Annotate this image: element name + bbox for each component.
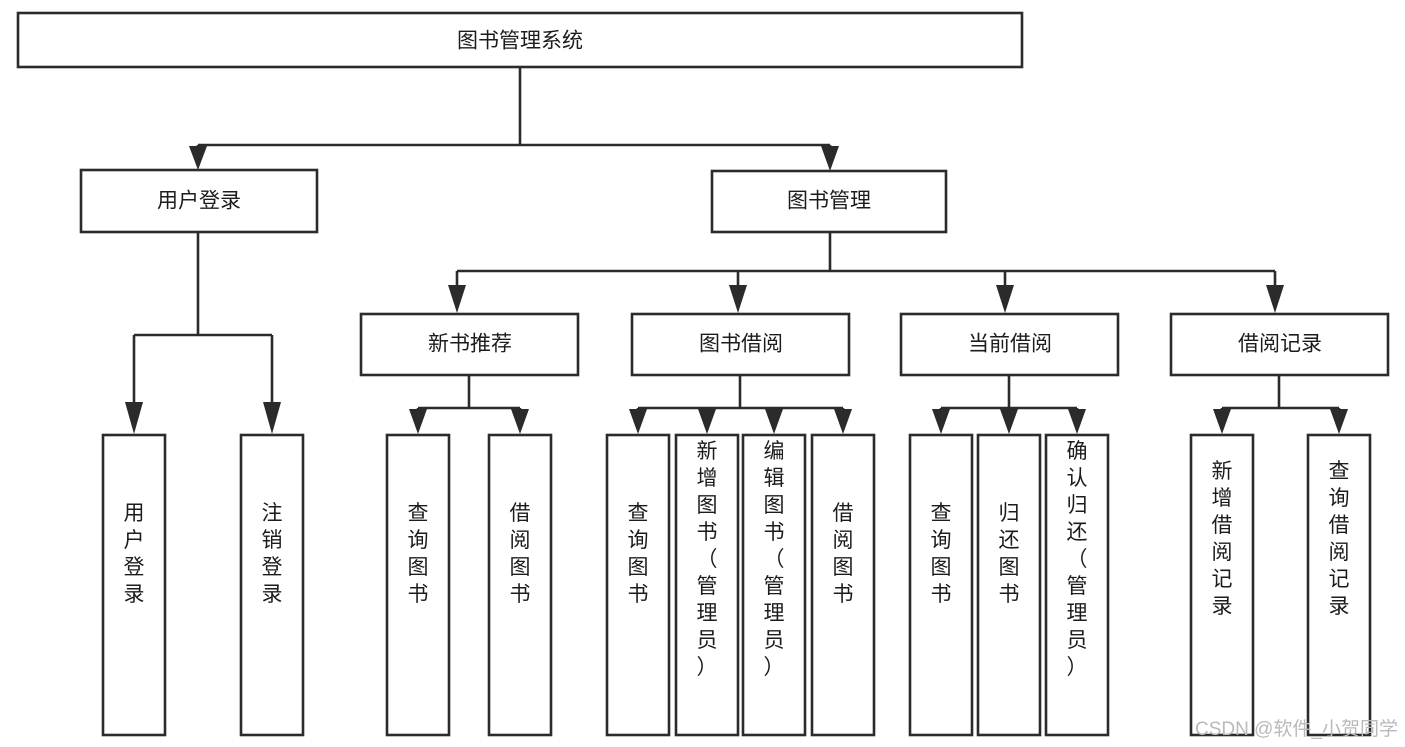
node-leaf-edit-book-label: 编辑图书（管理员） bbox=[764, 440, 785, 679]
connector-new-book-to-leaves bbox=[409, 375, 529, 434]
node-leaf-add-record-box[interactable] bbox=[1189, 433, 1255, 737]
arrow-head-add-book bbox=[698, 409, 716, 434]
node-leaf-edit-book-box[interactable] bbox=[741, 433, 807, 737]
node-new-book-recommend[interactable]: 新书推荐 bbox=[359, 312, 580, 377]
connector-book-manage-to-level3 bbox=[448, 232, 1284, 313]
arrow-head-book-manage bbox=[821, 146, 839, 171]
node-new-book-recommend-box[interactable] bbox=[359, 312, 580, 377]
node-current-borrow-box[interactable] bbox=[899, 312, 1120, 377]
node-user-login-label: 用户登录 bbox=[157, 190, 241, 213]
node-user-login-box[interactable] bbox=[79, 168, 319, 234]
watermark-label: CSDN @软件_小贺同学 bbox=[1195, 718, 1398, 740]
node-leaf-query-record[interactable]: 查询借阅记录 bbox=[1306, 433, 1372, 737]
connector-current-borrow-to-leaves bbox=[932, 375, 1086, 434]
node-leaf-query-book-3-box[interactable] bbox=[908, 433, 974, 737]
node-book-borrow[interactable]: 图书借阅 bbox=[630, 312, 851, 377]
node-leaf-user-login-box[interactable] bbox=[101, 433, 167, 737]
node-leaf-query-book-3-label: 查询图书 bbox=[931, 502, 952, 606]
arrow-head-add-record bbox=[1213, 409, 1231, 434]
arrow-head-leaf-user-login bbox=[125, 402, 143, 434]
node-leaf-confirm-return[interactable]: 确认归还（管理员） bbox=[1044, 433, 1110, 737]
arrow-head-leaf-logout bbox=[263, 402, 281, 434]
node-leaf-user-login-label: 用户登录 bbox=[124, 502, 145, 606]
node-root[interactable]: 图书管理系统 bbox=[16, 11, 1024, 69]
node-book-manage[interactable]: 图书管理 bbox=[710, 169, 948, 234]
arrow-head-edit-book bbox=[765, 409, 783, 434]
node-leaf-query-book-1[interactable]: 查询图书 bbox=[385, 433, 451, 737]
node-leaf-add-book-label: 新增图书（管理员） bbox=[697, 440, 718, 679]
node-leaf-edit-book[interactable]: 编辑图书（管理员） bbox=[741, 433, 807, 737]
arrow-head-borrow-book-1 bbox=[511, 409, 529, 434]
node-leaf-query-book-2-box[interactable] bbox=[605, 433, 671, 737]
node-user-login[interactable]: 用户登录 bbox=[79, 168, 319, 234]
node-leaf-add-book[interactable]: 新增图书（管理员） bbox=[674, 433, 740, 737]
node-leaf-query-book-3[interactable]: 查询图书 bbox=[908, 433, 974, 737]
arrow-head-query-book-2 bbox=[629, 409, 647, 434]
node-leaf-borrow-book-1[interactable]: 借阅图书 bbox=[487, 433, 553, 737]
arrow-head-query-book-1 bbox=[409, 409, 427, 434]
node-leaf-query-record-label: 查询借阅记录 bbox=[1329, 460, 1350, 618]
node-book-manage-box[interactable] bbox=[710, 169, 948, 234]
node-leaf-return-book-label: 归还图书 bbox=[999, 502, 1020, 606]
node-leaf-borrow-book-1-box[interactable] bbox=[487, 433, 553, 737]
node-borrow-record[interactable]: 借阅记录 bbox=[1169, 312, 1390, 377]
connector-book-borrow-to-leaves bbox=[629, 375, 852, 434]
node-leaf-query-book-1-box[interactable] bbox=[385, 433, 451, 737]
node-root-label: 图书管理系统 bbox=[457, 30, 583, 53]
node-leaf-borrow-book-1-label: 借阅图书 bbox=[510, 502, 531, 606]
arrow-head-borrow-record bbox=[1266, 285, 1284, 313]
node-leaf-add-book-box[interactable] bbox=[674, 433, 740, 737]
node-leaf-return-book-box[interactable] bbox=[976, 433, 1042, 737]
node-new-book-recommend-label: 新书推荐 bbox=[428, 333, 512, 356]
node-leaf-borrow-book-2-box[interactable] bbox=[810, 433, 876, 737]
node-leaf-logout-login-box[interactable] bbox=[239, 433, 305, 737]
node-root-box[interactable] bbox=[16, 11, 1024, 69]
arrow-head-book-borrow bbox=[729, 285, 747, 313]
arrow-head-confirm-return bbox=[1068, 409, 1086, 434]
node-leaf-add-record[interactable]: 新增借阅记录 bbox=[1189, 433, 1255, 737]
arrow-head-current-borrow bbox=[996, 285, 1014, 313]
node-borrow-record-box[interactable] bbox=[1169, 312, 1390, 377]
node-current-borrow-label: 当前借阅 bbox=[968, 333, 1052, 356]
node-leaf-confirm-return-label: 确认归还（管理员） bbox=[1067, 440, 1088, 679]
arrow-head-new-book bbox=[448, 285, 466, 313]
node-leaf-confirm-return-box[interactable] bbox=[1044, 433, 1110, 737]
node-leaf-query-book-2-label: 查询图书 bbox=[628, 502, 649, 606]
arrow-head-borrow-book-2 bbox=[834, 409, 852, 434]
connector-root-to-level2 bbox=[189, 67, 839, 171]
node-borrow-record-label: 借阅记录 bbox=[1238, 333, 1322, 356]
node-leaf-add-record-label: 新增借阅记录 bbox=[1212, 460, 1233, 618]
node-leaf-borrow-book-2-label: 借阅图书 bbox=[833, 502, 854, 606]
node-book-borrow-box[interactable] bbox=[630, 312, 851, 377]
node-leaf-query-record-box[interactable] bbox=[1306, 433, 1372, 737]
node-book-borrow-label: 图书借阅 bbox=[699, 333, 783, 356]
node-book-manage-label: 图书管理 bbox=[787, 190, 871, 213]
node-leaf-user-login[interactable]: 用户登录 bbox=[101, 433, 167, 737]
arrow-head-query-book-3 bbox=[932, 409, 950, 434]
node-leaf-query-book-1-label: 查询图书 bbox=[408, 502, 429, 606]
arrow-head-user-login bbox=[189, 146, 207, 170]
node-leaf-logout-login[interactable]: 注销登录 bbox=[239, 433, 305, 737]
arrow-head-query-record bbox=[1330, 409, 1348, 434]
connector-user-login-to-leaves bbox=[125, 232, 281, 434]
node-leaf-borrow-book-2[interactable]: 借阅图书 bbox=[810, 433, 876, 737]
connector-borrow-record-to-leaves bbox=[1213, 375, 1348, 434]
node-current-borrow[interactable]: 当前借阅 bbox=[899, 312, 1120, 377]
node-leaf-logout-login-label: 注销登录 bbox=[262, 502, 283, 606]
node-leaf-return-book[interactable]: 归还图书 bbox=[976, 433, 1042, 737]
arrow-head-return-book bbox=[1000, 409, 1018, 434]
node-leaf-query-book-2[interactable]: 查询图书 bbox=[605, 433, 671, 737]
